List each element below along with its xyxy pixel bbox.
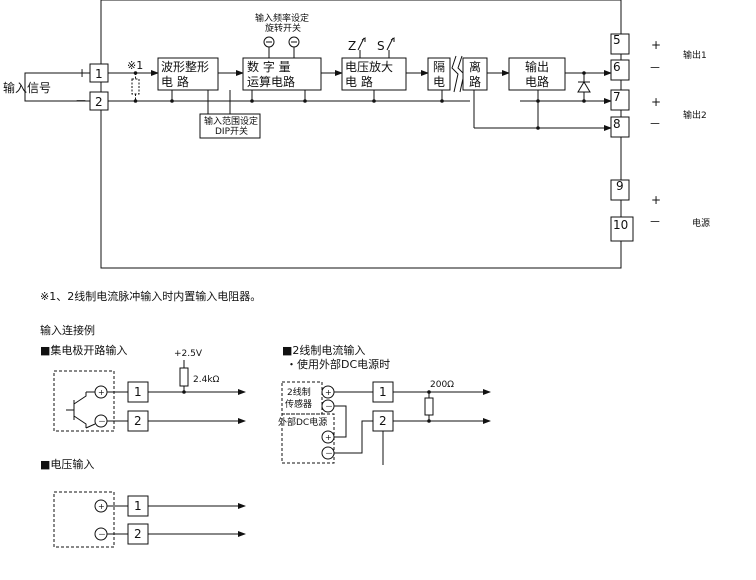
isolation-barrier bbox=[451, 55, 465, 93]
tw-terminal-1-label: 1 bbox=[379, 385, 387, 399]
vi-minus-mark: － bbox=[98, 530, 106, 539]
vi-plus-mark: + bbox=[98, 502, 105, 511]
out1-plus: + bbox=[651, 38, 661, 52]
oc-terminal-1 bbox=[127, 381, 149, 403]
oc-terminal-1-label: 1 bbox=[134, 385, 142, 399]
terminal-10 bbox=[610, 216, 634, 242]
pot-s-icon bbox=[386, 37, 395, 51]
pot-z-icon bbox=[357, 37, 366, 51]
tw-minus-mark: － bbox=[325, 402, 333, 411]
two-wire-sensor-line2: 传感器 bbox=[285, 398, 312, 410]
dc-minus-mark: － bbox=[325, 449, 333, 458]
output-block-line1: 输出 bbox=[525, 59, 549, 74]
output-circuit-block bbox=[508, 57, 566, 91]
input-plus-sign: + bbox=[77, 66, 87, 80]
connection-title: 输入连接例 bbox=[40, 323, 95, 337]
terminal-9 bbox=[610, 179, 630, 201]
oc-terminal-2-label: 2 bbox=[134, 414, 142, 428]
terminal-8-label: 8 bbox=[613, 117, 621, 131]
dip-switch-label-1: 输入范围设定 bbox=[204, 115, 258, 127]
pullup-resistor-label: 2.4kΩ bbox=[193, 375, 220, 385]
note-mark: ※1 bbox=[127, 59, 143, 72]
out2-plus: + bbox=[651, 95, 661, 109]
main-enclosure bbox=[100, 0, 622, 269]
power-minus: － bbox=[649, 215, 661, 229]
open-collector-sensor bbox=[53, 370, 115, 432]
supply-voltage-label: +2.5V bbox=[174, 349, 203, 359]
terminal-7-label: 7 bbox=[613, 90, 621, 104]
external-dc-note: ・使用外部DC电源时 bbox=[286, 357, 390, 371]
power-label: 电源 bbox=[692, 217, 710, 229]
dip-switch-label-2: DIP开关 bbox=[215, 125, 248, 137]
digital-block-line1: 数 字 量 bbox=[247, 59, 291, 74]
freq-switch-label-2: 旋转开关 bbox=[265, 22, 301, 34]
voltage-amp-line1: 电压放大 bbox=[345, 59, 393, 74]
input-bracket bbox=[24, 72, 30, 102]
external-dc-label: 外部DC电源 bbox=[278, 416, 327, 428]
terminal-2-label: 2 bbox=[95, 95, 103, 109]
out2-minus: － bbox=[649, 117, 661, 131]
isolation-left-line2: 电 bbox=[433, 75, 445, 89]
terminal-10-label: 10 bbox=[613, 218, 628, 232]
oc-plus-mark: + bbox=[98, 388, 105, 397]
transistor-icon bbox=[66, 392, 87, 428]
pot-s-label: S bbox=[377, 39, 385, 53]
input-minus-sign: － bbox=[75, 94, 87, 108]
voltage-amp-line2: 电 路 bbox=[345, 74, 373, 89]
terminal-6 bbox=[610, 59, 630, 81]
vi-terminal-1-label: 1 bbox=[134, 499, 142, 513]
terminal-9-label: 9 bbox=[616, 179, 624, 193]
terminal-1-label: 1 bbox=[95, 67, 103, 81]
output2-label: 输出2 bbox=[683, 109, 707, 121]
pot-z-label: Z bbox=[348, 39, 356, 53]
vi-terminal-2-label: 2 bbox=[134, 527, 142, 541]
terminal-7 bbox=[610, 89, 630, 111]
freq-switch-label-1: 输入频率设定 bbox=[255, 12, 309, 24]
tw-plus-mark: + bbox=[325, 388, 332, 397]
waveform-shaping-block bbox=[157, 57, 219, 91]
waveform-block-line1: 波形整形 bbox=[161, 59, 209, 74]
isolation-left-block bbox=[427, 57, 451, 91]
shunt-resistor bbox=[424, 397, 434, 416]
input-signal-label: 输入信号 bbox=[3, 80, 51, 95]
output1-label: 输出1 bbox=[683, 49, 707, 61]
two-wire-title: ■2线制电流输入 bbox=[282, 343, 365, 357]
power-plus: + bbox=[651, 193, 661, 207]
footnote: ※1、2线制电流脉冲输入时内置输入电阻器。 bbox=[40, 289, 261, 303]
oc-minus-mark: － bbox=[98, 417, 106, 426]
dip-switch-box bbox=[199, 113, 261, 139]
output-diode-icon bbox=[577, 81, 591, 93]
two-wire-sensor-line1: 2线制 bbox=[287, 386, 311, 398]
internal-resistor bbox=[131, 78, 140, 95]
tw-terminal-2-label: 2 bbox=[379, 414, 387, 428]
voltage-input-title: ■电压输入 bbox=[40, 457, 94, 471]
isolation-right-line1: 离 bbox=[469, 59, 481, 74]
terminal-6-label: 6 bbox=[613, 60, 621, 74]
shunt-resistor-label: 200Ω bbox=[430, 380, 454, 390]
digital-block-line2: 运算电路 bbox=[247, 74, 295, 89]
oc-terminal-2 bbox=[127, 410, 149, 432]
pullup-resistor bbox=[179, 367, 189, 387]
terminal-8 bbox=[610, 116, 630, 138]
open-collector-title: ■集电极开路输入 bbox=[40, 343, 127, 357]
isolation-right-line2: 路 bbox=[469, 74, 481, 89]
isolation-left-line1: 隔 bbox=[433, 60, 445, 74]
out1-minus: － bbox=[649, 61, 661, 75]
terminal-5 bbox=[610, 33, 630, 55]
dc-plus-mark: + bbox=[325, 433, 332, 442]
output-block-line2: 电路 bbox=[525, 74, 549, 89]
digital-calc-block bbox=[242, 57, 322, 91]
waveform-block-line2: 电 路 bbox=[161, 74, 189, 89]
terminal-5-label: 5 bbox=[613, 33, 621, 47]
voltage-source-box bbox=[53, 491, 115, 548]
isolation-right-block bbox=[462, 57, 488, 91]
